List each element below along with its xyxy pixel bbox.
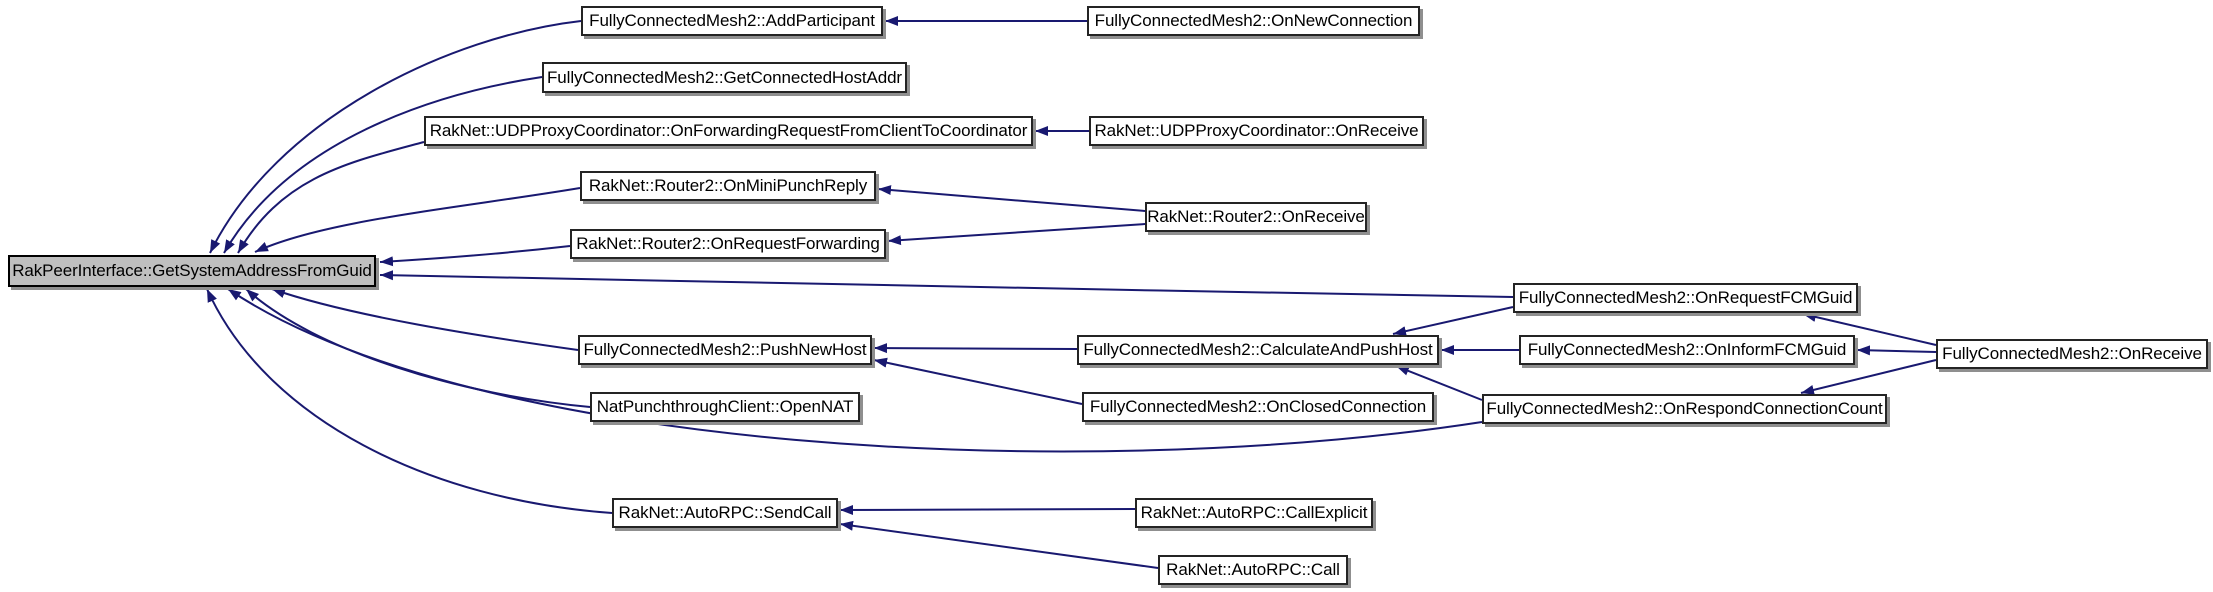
node-calculateAndPushHost[interactable]: FullyConnectedMesh2::CalculateAndPushHos… <box>1077 335 1439 365</box>
edge-openNAT-to-getSystemAddressFromGuid <box>245 288 591 408</box>
edge-onClosedConnection-to-pushNewHost <box>873 357 1083 405</box>
node-onInformFCMGuid[interactable]: FullyConnectedMesh2::OnInformFCMGuid <box>1519 335 1855 365</box>
edge-getConnectedHostAddr-to-getSystemAddressFromGuid <box>223 76 543 254</box>
node-onForwardingRequestFromClientToCoordinator[interactable]: RakNet::UDPProxyCoordinator::OnForwardin… <box>424 116 1033 146</box>
edge-onRequestFCMGuid-to-getSystemAddressFromGuid <box>379 270 1514 298</box>
edge-onRespondConnectionCount-to-getSystemAddressFromGuid <box>227 288 1483 453</box>
node-onRequestFCMGuid[interactable]: FullyConnectedMesh2::OnRequestFCMGuid <box>1513 283 1858 313</box>
node-call[interactable]: RakNet::AutoRPC::Call <box>1158 555 1348 585</box>
edge-onForwardingRequestFromClientToCoordinator-to-getSystemAddressFromGuid <box>237 141 425 254</box>
node-fcmOnReceive[interactable]: FullyConnectedMesh2::OnReceive <box>1936 339 2208 369</box>
node-pushNewHost[interactable]: FullyConnectedMesh2::PushNewHost <box>578 335 872 365</box>
edge-router2OnReceive-to-onRequestForwarding <box>887 223 1146 246</box>
node-callExplicit[interactable]: RakNet::AutoRPC::CallExplicit <box>1135 498 1373 528</box>
edge-pushNewHost-to-getSystemAddressFromGuid <box>271 288 579 351</box>
edge-onRequestFCMGuid-to-calculateAndPushHost <box>1392 306 1514 337</box>
node-udpProxyOnReceive[interactable]: RakNet::UDPProxyCoordinator::OnReceive <box>1089 116 1424 146</box>
edge-onMiniPunchReply-to-getSystemAddressFromGuid <box>254 187 581 253</box>
edge-callExplicit-to-sendCall <box>839 504 1136 515</box>
node-getSystemAddressFromGuid[interactable]: RakPeerInterface::GetSystemAddressFromGu… <box>8 255 376 287</box>
edge-sendCall-to-getSystemAddressFromGuid <box>206 288 613 514</box>
edge-router2OnReceive-to-onMiniPunchReply <box>877 185 1146 212</box>
node-onNewConnection[interactable]: FullyConnectedMesh2::OnNewConnection <box>1087 6 1420 36</box>
node-onMiniPunchReply[interactable]: RakNet::Router2::OnMiniPunchReply <box>580 171 876 201</box>
node-router2OnReceive[interactable]: RakNet::Router2::OnReceive <box>1145 202 1367 232</box>
node-sendCall[interactable]: RakNet::AutoRPC::SendCall <box>612 498 838 528</box>
edge-calculateAndPushHost-to-pushNewHost <box>873 343 1078 354</box>
edge-call-to-sendCall <box>839 520 1159 569</box>
node-onRespondConnectionCount[interactable]: FullyConnectedMesh2::OnRespondConnection… <box>1482 394 1887 424</box>
node-onClosedConnection[interactable]: FullyConnectedMesh2::OnClosedConnection <box>1082 392 1434 422</box>
node-getConnectedHostAddr[interactable]: FullyConnectedMesh2::GetConnectedHostAdd… <box>542 62 907 93</box>
edge-fcmOnReceive-to-onInformFCMGuid <box>1856 345 1937 356</box>
node-onRequestForwarding[interactable]: RakNet::Router2::OnRequestForwarding <box>570 229 886 259</box>
node-addParticipant[interactable]: FullyConnectedMesh2::AddParticipant <box>581 6 883 36</box>
node-openNAT[interactable]: NatPunchthroughClient::OpenNAT <box>590 392 860 422</box>
edge-onRequestForwarding-to-getSystemAddressFromGuid <box>379 245 571 267</box>
